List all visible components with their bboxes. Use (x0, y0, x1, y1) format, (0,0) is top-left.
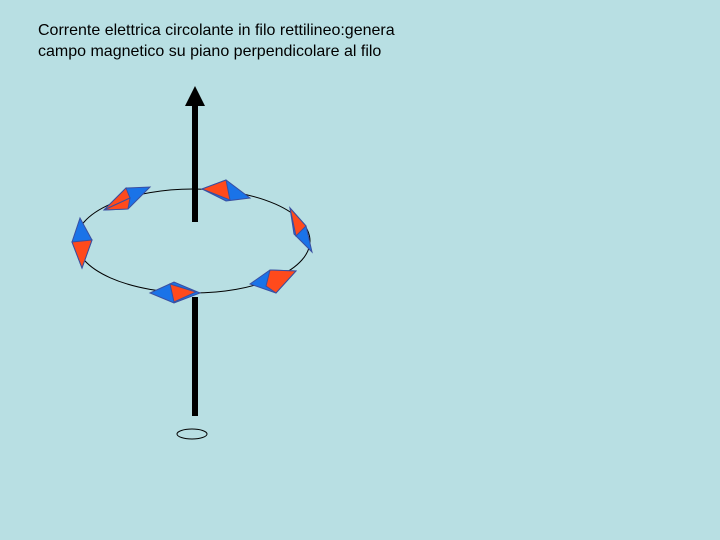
compass-needle-bottom-center (148, 281, 202, 304)
compass-needle-right (289, 206, 313, 254)
slide-title: Corrente elettrica circolante in filo re… (38, 20, 558, 62)
title-line-1: Corrente elettrica circolante in filo re… (38, 22, 395, 39)
compass-needle-left (71, 216, 93, 270)
title-line-2: campo magnetico su piano perpendicolare … (38, 43, 382, 60)
current-arrow-head (185, 86, 205, 106)
compass-needle-top-left (102, 186, 152, 211)
compass-needle-top-center (200, 179, 252, 202)
compass-needle-bottom-right (248, 269, 298, 294)
wire-cross-section (176, 428, 208, 440)
